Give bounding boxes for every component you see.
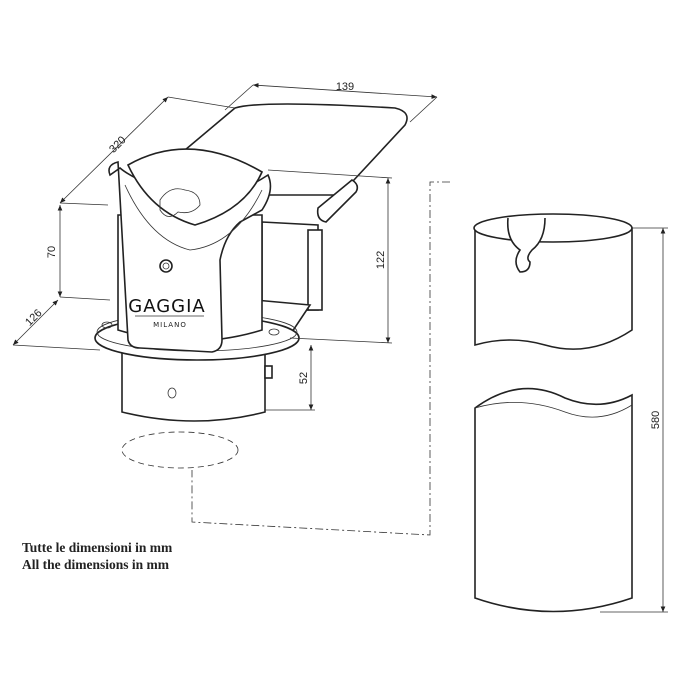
dimension-lines bbox=[12, 82, 668, 613]
base-dashed-outline bbox=[121, 431, 239, 469]
dim-139: 139 bbox=[336, 81, 354, 93]
connection-dashed-line bbox=[191, 181, 450, 536]
lower-collar bbox=[121, 344, 273, 422]
grinder-body bbox=[108, 148, 272, 353]
tube-upper bbox=[473, 213, 633, 350]
note-english: All the dimensions in mm bbox=[22, 557, 170, 572]
dim-580: 580 bbox=[650, 411, 662, 429]
dim-126: 126 bbox=[23, 307, 44, 328]
tube-lower bbox=[474, 387, 633, 613]
dim-320: 320 bbox=[107, 134, 128, 155]
brand-logo: GAGGIA bbox=[128, 296, 205, 317]
dim-122: 122 bbox=[375, 251, 387, 269]
dim-70: 70 bbox=[46, 246, 58, 258]
note-italian: Tutte le dimensioni in mm bbox=[22, 540, 173, 555]
brand-sub: MILANO bbox=[153, 321, 187, 329]
dim-52: 52 bbox=[298, 372, 310, 384]
